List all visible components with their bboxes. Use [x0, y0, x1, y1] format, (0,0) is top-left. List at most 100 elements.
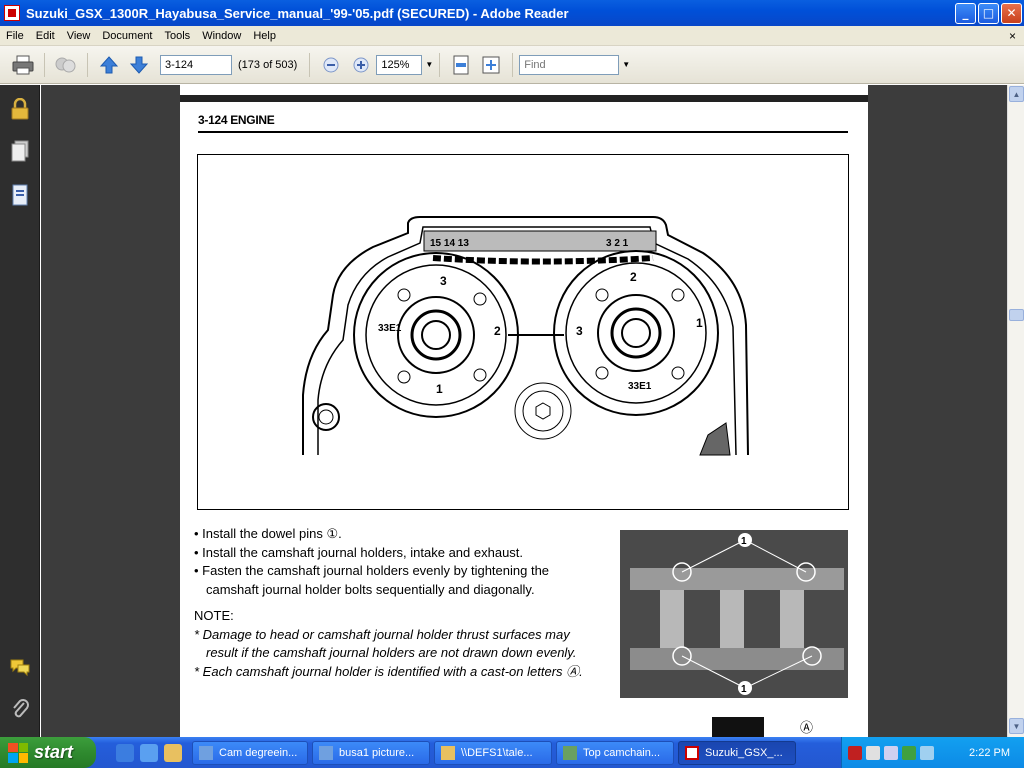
- menu-document[interactable]: Document: [102, 29, 153, 42]
- collaborate-icon[interactable]: [53, 52, 79, 78]
- chain-link-numbers-left: 15 14 13: [430, 238, 469, 249]
- image-viewer-icon: [563, 745, 577, 760]
- start-label: start: [34, 742, 74, 762]
- instruction-bullet: • Install the camshaft journal holders, …: [194, 544, 524, 560]
- taskbar-button-label: Suzuki_GSX_...: [705, 746, 783, 759]
- menu-window[interactable]: Window: [202, 29, 242, 42]
- taskbar-button-label: busa1 picture...: [339, 746, 415, 759]
- note-item: * Damage to head or camshaft journal hol…: [194, 626, 577, 661]
- taskbar-button-3[interactable]: \\DEFS1\tale...: [434, 740, 552, 765]
- page-top-bar: [180, 95, 868, 102]
- print-icon[interactable]: [10, 52, 36, 78]
- windows-flag-icon: [8, 742, 28, 763]
- cam-code-left: 33E1: [378, 323, 402, 334]
- document-viewport[interactable]: 3-124 ENGINE 15 14 13 3 2 1: [41, 85, 1007, 737]
- arrow-label-2-top: 2: [630, 270, 637, 284]
- window-title: Suzuki_GSX_1300R_Hayabusa_Service_manual…: [26, 5, 569, 21]
- system-tray: 2:22 PM: [841, 737, 1024, 768]
- toolbar-separator: [512, 52, 514, 77]
- note-title: NOTE:: [194, 608, 234, 623]
- zoom-in-icon[interactable]: [348, 52, 374, 78]
- menu-help[interactable]: Help: [253, 29, 276, 42]
- fit-page-icon[interactable]: [448, 52, 474, 78]
- chain-link-numbers-right: 3 2 1: [606, 238, 629, 249]
- cam-code-right: 33E1: [628, 381, 652, 392]
- previous-page-icon[interactable]: [96, 52, 122, 78]
- adobe-reader-icon: [4, 5, 20, 21]
- page-number-input[interactable]: [160, 54, 232, 75]
- toolbar-separator: [44, 52, 45, 77]
- arrow-label-3: 3: [440, 274, 447, 288]
- maximize-button[interactable]: □: [978, 2, 999, 24]
- firefox-icon[interactable]: [140, 743, 158, 762]
- cam-diagram: 15 14 13 3 2 1 3 2 1 33E1: [197, 154, 849, 510]
- taskbar-button-5[interactable]: Suzuki_GSX_...: [678, 740, 796, 765]
- bookmarks-icon[interactable]: [8, 183, 32, 207]
- pages-icon[interactable]: [8, 139, 32, 163]
- zoom-dropdown-icon[interactable]: ▼: [425, 60, 434, 69]
- menu-file[interactable]: File: [6, 29, 24, 42]
- arrow-label-3-right: 3: [576, 324, 583, 338]
- minimize-button[interactable]: _: [955, 2, 976, 24]
- taskbar-button-label: \\DEFS1\tale...: [461, 746, 533, 759]
- adobe-reader-icon: [685, 745, 699, 760]
- attachments-icon[interactable]: [8, 697, 32, 721]
- menu-view[interactable]: View: [66, 29, 91, 42]
- browser-icon: [319, 745, 333, 760]
- note-item: * Each camshaft journal holder is identi…: [194, 663, 583, 679]
- title-bar: Suzuki_GSX_1300R_Hayabusa_Service_manual…: [0, 0, 1024, 26]
- tray-update-icon[interactable]: [920, 745, 934, 760]
- next-figure-fragment: [712, 717, 764, 737]
- instruction-bullet: • Fasten the camshaft journal holders ev…: [194, 563, 550, 597]
- arrow-label-1-left: 1: [436, 382, 443, 396]
- document-close-button[interactable]: ×: [1008, 28, 1016, 43]
- taskbar-button-4[interactable]: Top camchain...: [556, 740, 674, 765]
- photo-label-a: Ⓐ: [800, 720, 814, 735]
- browser-icon: [199, 745, 213, 760]
- arrow-label-2-left: 2: [494, 324, 501, 338]
- tray-volume-icon[interactable]: [884, 745, 898, 760]
- vertical-scrollbar[interactable]: ▲ ▼: [1007, 85, 1024, 737]
- page-count: (173 of 503): [238, 58, 298, 71]
- scroll-up-button[interactable]: ▲: [1009, 86, 1024, 102]
- zoom-level-input[interactable]: [376, 54, 423, 75]
- fit-width-icon[interactable]: [478, 52, 504, 78]
- instruction-bullet: • Install the dowel pins ①.: [194, 526, 342, 541]
- find-dropdown-icon[interactable]: ▼: [622, 60, 631, 69]
- menu-edit[interactable]: Edit: [35, 29, 55, 42]
- clock: 2:22 PM: [969, 746, 1010, 759]
- toolbar: (173 of 503) ▼ ▼: [0, 46, 1024, 84]
- find-input[interactable]: [519, 54, 620, 75]
- cylinder-head-photo: 1 1: [620, 530, 848, 698]
- folder-icon[interactable]: [164, 743, 182, 762]
- taskbar: start Cam degreein... busa1 picture... \…: [0, 737, 1024, 768]
- menu-tools[interactable]: Tools: [164, 29, 191, 42]
- scroll-down-button[interactable]: ▼: [1009, 718, 1024, 734]
- photo-label-1-bottom: 1: [741, 684, 747, 695]
- toolbar-separator: [309, 52, 311, 77]
- folder-icon: [441, 745, 455, 760]
- scroll-thumb[interactable]: [1009, 309, 1024, 321]
- pdf-page: 3-124 ENGINE 15 14 13 3 2 1: [180, 85, 868, 737]
- page-header: 3-124 ENGINE: [198, 113, 275, 127]
- security-lock-icon[interactable]: [8, 97, 32, 121]
- next-page-icon[interactable]: [126, 52, 152, 78]
- taskbar-button-1[interactable]: Cam degreein...: [192, 740, 308, 765]
- photo-label-1-top: 1: [741, 536, 747, 547]
- internet-explorer-icon[interactable]: [116, 743, 134, 762]
- zoom-out-icon[interactable]: [318, 52, 344, 78]
- toolbar-separator: [87, 52, 88, 77]
- tray-status-icon[interactable]: [902, 745, 916, 760]
- menu-bar: File Edit View Document Tools Window Hel…: [0, 26, 1024, 46]
- taskbar-button-2[interactable]: busa1 picture...: [312, 740, 430, 765]
- taskbar-button-label: Cam degreein...: [219, 746, 298, 759]
- tray-network-icon[interactable]: [848, 745, 862, 760]
- taskbar-button-label: Top camchain...: [583, 746, 661, 759]
- close-button[interactable]: ✕: [1001, 2, 1022, 24]
- tray-antivirus-icon[interactable]: [866, 745, 880, 760]
- arrow-label-1-right: 1: [696, 316, 703, 330]
- instructions-text: • Install the dowel pins ①. • Install th…: [194, 525, 594, 681]
- header-rule: [198, 131, 848, 133]
- start-button[interactable]: start: [0, 737, 96, 768]
- comments-icon[interactable]: [8, 655, 32, 679]
